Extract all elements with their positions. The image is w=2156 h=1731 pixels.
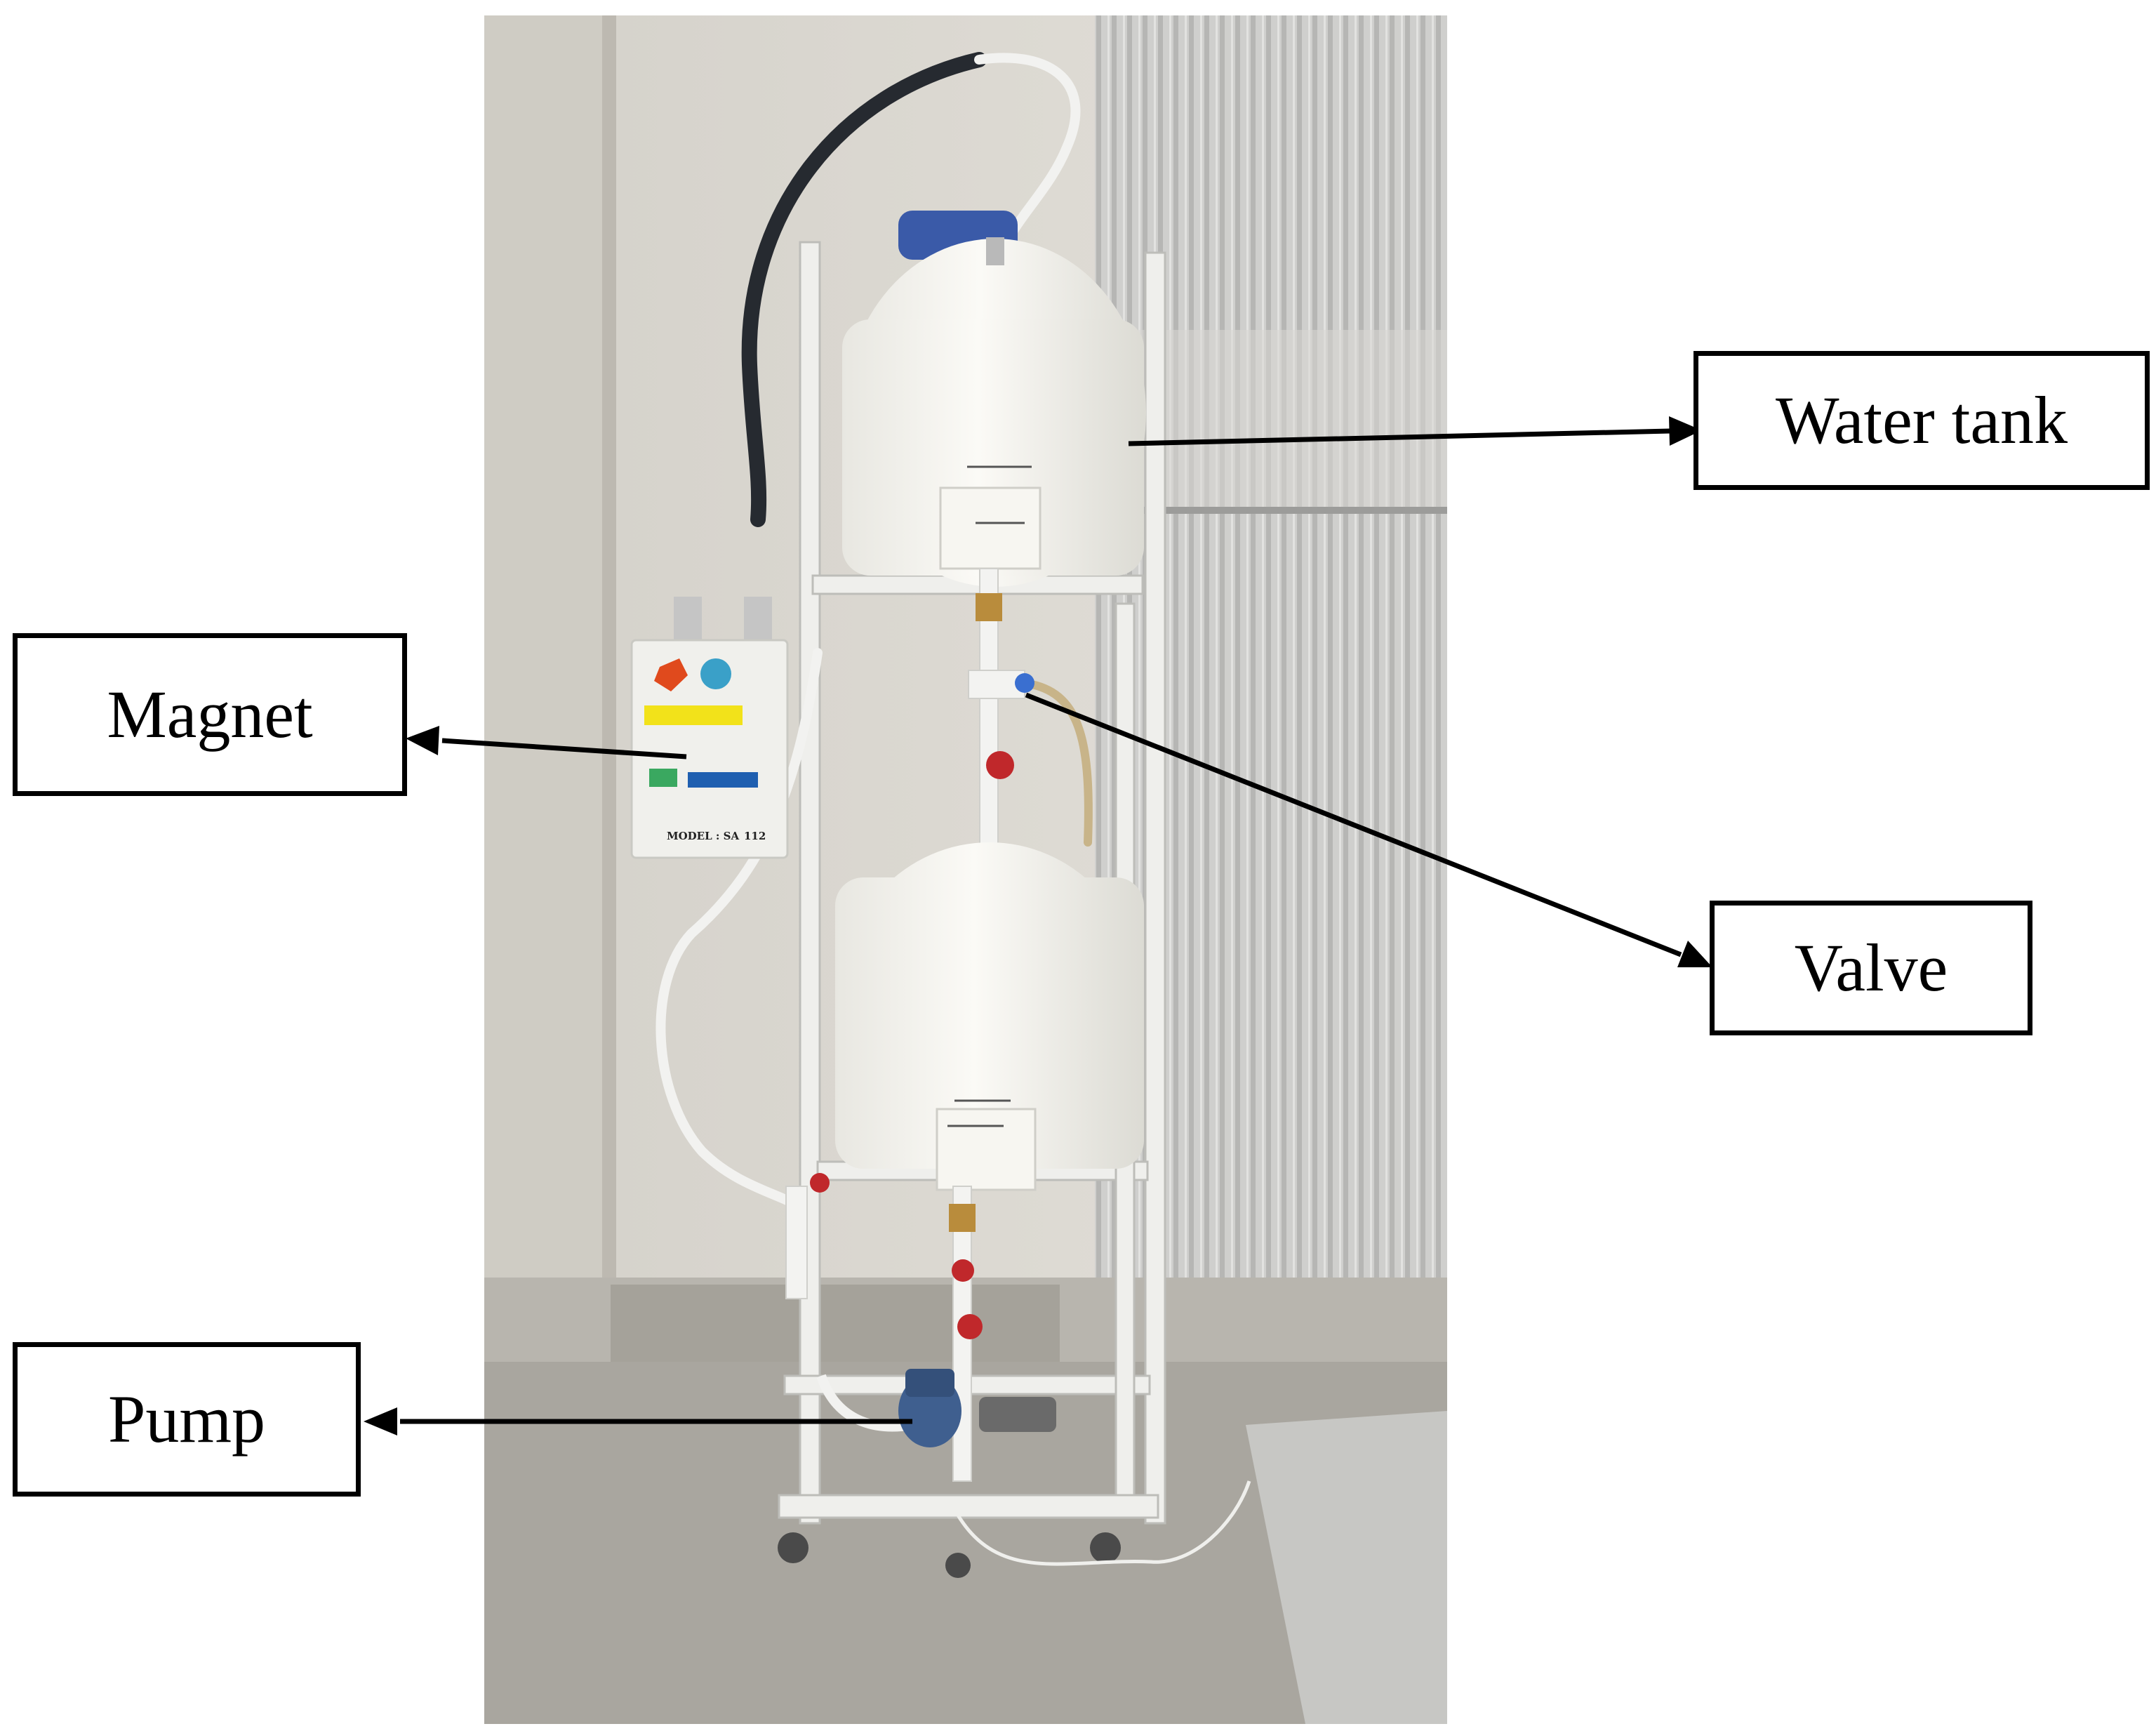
label-valve: Valve: [1710, 901, 2032, 1035]
arrowhead-pump: [364, 1407, 397, 1435]
annotation-arrows: [364, 416, 1712, 1435]
label-magnet-text: Magnet: [107, 677, 313, 752]
arrow-water-tank: [1128, 428, 1671, 446]
magnet-device: MODEL : SA 112: [630, 597, 789, 859]
label-pump-text: Pump: [107, 1381, 266, 1457]
arrowhead-water-tank: [1669, 416, 1702, 446]
label-valve-text: Valve: [1794, 930, 1948, 1005]
label-magnet: Magnet: [13, 633, 407, 796]
arrow-valve: [1025, 692, 1682, 957]
arrowhead-magnet: [406, 726, 439, 755]
arrow-magnet: [441, 738, 687, 760]
label-water-tank: Water tank: [1693, 351, 2150, 490]
model-text: MODEL : SA: [667, 830, 739, 842]
upper-water-tank: [842, 211, 1146, 587]
pump: [898, 1369, 1251, 1566]
label-pump: Pump: [13, 1342, 361, 1497]
arrowhead-valve: [1677, 941, 1712, 967]
lower-water-tank: [835, 842, 1144, 1191]
tan-hose: [1027, 680, 1093, 847]
label-water-tank-text: Water tank: [1775, 383, 2068, 458]
black-hose: [741, 52, 987, 527]
bottom-pipe: [785, 1173, 983, 1482]
model-suffix: 112: [744, 830, 766, 842]
castor-wheels: [778, 1532, 1121, 1578]
white-hose-top: [974, 53, 1081, 240]
